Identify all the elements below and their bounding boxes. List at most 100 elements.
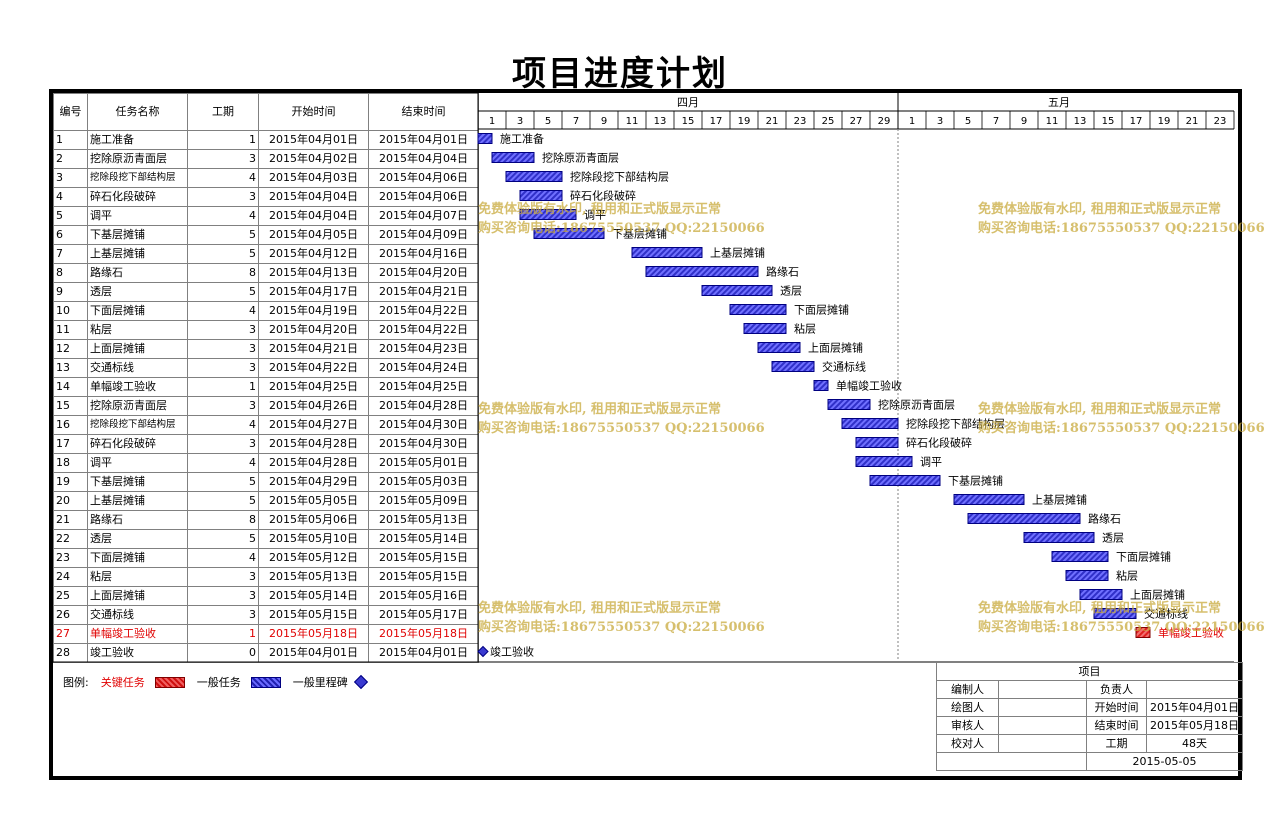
task-start: 2015年04月21日 (258, 339, 369, 359)
watermark-line1: 免费体验版有水印, 租用和正式版显示正常 (478, 202, 722, 217)
info-compiled-by (998, 680, 1087, 699)
task-bar-label: 上基层摊铺 (710, 246, 765, 260)
task-bar-label: 挖除段挖下部结构层 (906, 417, 1005, 431)
day-tick-label: 17 (1130, 116, 1143, 127)
info-start: 2015年04月01日 (1146, 698, 1243, 717)
day-tick-label: 1 (489, 116, 495, 127)
task-bar-label: 调平 (584, 209, 606, 222)
watermark-line2: 购买咨询电话:18675550537 QQ:22150066 (478, 421, 765, 436)
day-tick-label: 3 (517, 116, 523, 127)
day-tick-label: 1 (909, 116, 915, 127)
task-bar (1023, 532, 1095, 543)
watermark-line1: 免费体验版有水印, 租用和正式版显示正常 (978, 402, 1222, 417)
task-bar (491, 152, 535, 163)
watermark-line2: 购买咨询电话:18675550537 QQ:22150066 (478, 221, 765, 236)
task-bar (519, 209, 577, 220)
task-bar (1051, 551, 1109, 562)
task-name: 施工准备 (87, 130, 188, 150)
info-header: 项目 (936, 662, 1243, 681)
legend-milestone-label: 一般里程碑 (292, 676, 348, 689)
info-reviewed-by-label: 审核人 (936, 716, 999, 735)
task-bar (533, 228, 605, 239)
task-bar-label: 下面层摊铺 (794, 303, 849, 317)
task-bar (869, 475, 941, 486)
watermark: 免费体验版有水印, 租用和正式版显示正常购买咨询电话:18675550537 Q… (978, 599, 1265, 637)
info-reviewed-by (998, 716, 1087, 735)
day-tick-label: 11 (626, 116, 639, 127)
day-tick-label: 11 (1046, 116, 1059, 127)
day-tick-label: 19 (738, 116, 751, 127)
task-bar-label: 上基层摊铺 (1032, 493, 1087, 507)
info-start-label: 开始时间 (1086, 698, 1147, 717)
task-bar-label: 下面层摊铺 (1116, 550, 1171, 564)
task-bar (827, 399, 871, 410)
day-tick-label: 7 (993, 116, 999, 127)
info-duration: 48天 (1146, 734, 1243, 753)
legend-normal-swatch (250, 676, 281, 688)
task-bar (477, 133, 493, 144)
task-bar (967, 513, 1081, 524)
info-drawn-by-label: 绘图人 (936, 698, 999, 717)
task-bar-label: 挖除原沥青面层 (878, 398, 955, 412)
task-end: 2015年05月01日 (368, 453, 479, 473)
task-bar (631, 247, 703, 258)
task-bar-label: 调平 (920, 456, 942, 469)
month-label: 四月 (677, 96, 699, 109)
task-end: 2015年04月06日 (368, 168, 479, 188)
info-drawn-by (998, 698, 1087, 717)
legend-title: 图例: (63, 676, 89, 689)
task-bar-label: 挖除原沥青面层 (542, 151, 619, 165)
task-no: 16 (53, 415, 88, 435)
info-owner-label: 负责人 (1086, 680, 1147, 699)
watermark: 免费体验版有水印, 租用和正式版显示正常购买咨询电话:18675550537 Q… (978, 200, 1265, 238)
task-bar (1079, 589, 1123, 600)
day-tick-label: 23 (1214, 116, 1227, 127)
task-no: 19 (53, 472, 88, 492)
day-tick-label: 15 (682, 116, 695, 127)
task-bar (505, 171, 563, 182)
task-start: 2015年04月20日 (258, 320, 369, 340)
task-bar (757, 342, 801, 353)
critical-task-bar (1135, 627, 1151, 638)
task-name: 上基层摊铺 (87, 244, 188, 264)
info-end: 2015年05月18日 (1146, 716, 1243, 735)
day-tick-label: 9 (601, 116, 607, 127)
day-tick-label: 9 (1021, 116, 1027, 127)
task-start: 2015年05月06日 (258, 510, 369, 530)
info-duration-label: 工期 (1086, 734, 1147, 753)
task-no: 24 (53, 567, 88, 587)
task-end: 2015年04月28日 (368, 396, 479, 416)
legend-milestone-diamond-icon (353, 674, 368, 690)
page-title: 项目进度计划 (512, 54, 728, 94)
task-end: 2015年04月24日 (368, 358, 479, 378)
task-bar-label: 碎石化段破碎 (906, 436, 972, 450)
day-tick-label: 13 (654, 116, 667, 127)
task-no: 13 (53, 358, 88, 378)
watermark: 免费体验版有水印, 租用和正式版显示正常购买咨询电话:18675550537 Q… (478, 200, 765, 238)
task-end: 2015年05月18日 (368, 624, 479, 644)
watermark-line2: 购买咨询电话:18675550537 QQ:22150066 (978, 421, 1265, 436)
task-end: 2015年04月30日 (368, 434, 479, 454)
day-tick-label: 5 (545, 116, 551, 127)
task-end: 2015年04月04日 (368, 149, 479, 169)
task-bar (1065, 570, 1109, 581)
task-bar (841, 418, 899, 429)
day-tick-label: 3 (937, 116, 943, 127)
watermark-line1: 免费体验版有水印, 租用和正式版显示正常 (978, 202, 1222, 217)
task-start: 2015年04月04日 (258, 187, 369, 207)
task-name: 单幅竣工验收 (87, 624, 188, 644)
watermark-line2: 购买咨询电话:18675550537 QQ:22150066 (478, 620, 765, 635)
task-end: 2015年04月20日 (368, 263, 479, 283)
task-bar-label: 单幅竣工验收 (1158, 626, 1224, 640)
